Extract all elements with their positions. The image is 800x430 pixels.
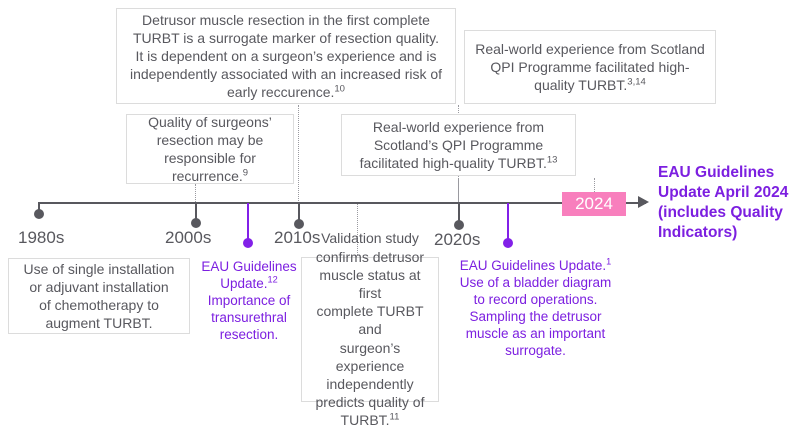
- card-validation-line-4: complete TURBT and: [316, 303, 424, 338]
- card-scotland-qpi-mid: Real-world experience from Scotland’s QP…: [341, 114, 576, 176]
- note-eau-update-2000s: EAU Guidelines Update.12 Importance of t…: [190, 258, 308, 343]
- headline-line-1: EAU Guidelines: [658, 164, 775, 181]
- card-quality-line-3: responsible for: [164, 150, 256, 166]
- card-validation-line-6: independently: [326, 375, 414, 392]
- timeline-axis: [38, 202, 646, 204]
- connector-dotted-scotland-mid: [458, 178, 459, 204]
- card-validation-line-2: confirms detrusor: [315, 248, 425, 265]
- card-scotland-mid-line-1: Real-world experience from: [372, 118, 545, 135]
- note-eau-2000s-line-3: Importance of: [207, 293, 291, 308]
- card-quality-line-4: recurrence.: [171, 168, 243, 185]
- tick-dot-2010s: [294, 219, 304, 229]
- note-eau-2000s-line-2: Update.: [220, 276, 268, 291]
- card-chemo-line-2: or adjuvant installation: [29, 278, 169, 295]
- card-validation-line-3: muscle status at first: [319, 266, 421, 302]
- tick-label-2020s: 2020s: [434, 230, 481, 249]
- note-eau-2000s-line-4: transurethral: [211, 310, 287, 325]
- card-validation-study: Validation study confirms detrusor muscl…: [301, 230, 439, 428]
- tick-label-2010s: 2010s: [274, 228, 321, 247]
- card-detrusor-line-3: It is dependent on a surgeon’s experienc…: [135, 47, 437, 64]
- card-chemo-line-4: augment TURBT.: [45, 315, 153, 332]
- headline-line-2: Update April 2024: [658, 184, 789, 202]
- card-scotland-top-ref: 3,14: [627, 76, 646, 88]
- card-scotland-mid-line-3: facilitated high-quality TURBT.: [359, 155, 547, 172]
- note-eau-2000s-line-5: resection.: [219, 327, 279, 342]
- card-detrusor-line-1: Detrusor muscle resection in the first c…: [142, 11, 430, 28]
- card-quality-surgeons: Quality of surgeons’ resection may be re…: [126, 114, 294, 184]
- tick-dot-eau-2000s: [243, 238, 253, 248]
- headline-line-3: (includes Quality: [658, 204, 783, 222]
- card-validation-ref: 11: [389, 411, 400, 423]
- card-scotland-mid-ref: 13: [546, 154, 558, 166]
- card-validation-line-7: predicts quality of: [315, 394, 425, 411]
- card-detrusor-ref: 10: [334, 83, 345, 95]
- connector-dotted-detrusor-top: [298, 105, 299, 203]
- card-scotland-top-line-2: QPI Programme facilitated high-: [490, 58, 690, 75]
- tick-dot-2020s: [454, 220, 464, 230]
- note-eau-2000s-line-1: EAU Guidelines: [201, 259, 297, 274]
- tick-label-1980s: 1980s: [18, 228, 65, 247]
- timeline-infographic: 1980s 2000s 2010s 2020s 2024 EAU Guideli…: [8, 8, 798, 428]
- card-quality-line-2: resection may be: [156, 131, 264, 148]
- tick-stem-2010s: [298, 203, 300, 222]
- card-quality-line-1: Quality of surgeons’: [148, 113, 272, 130]
- tick-dot-1980s: [34, 209, 44, 219]
- card-scotland-qpi-top: Real-world experience from Scotland QPI …: [464, 30, 716, 104]
- card-scotland-top-line-3: quality TURBT.: [534, 77, 628, 94]
- connector-dotted-quality-surgeons: [195, 184, 196, 204]
- note-eau-2024-ref: 1: [606, 256, 612, 267]
- card-detrusor-line-2: TURBT is a surrogate marker of resection…: [132, 29, 440, 46]
- note-eau-2024-line-6: surrogate.: [505, 343, 566, 358]
- note-eau-2024-line-2: Use of a bladder diagram: [459, 275, 612, 290]
- card-validation-line-1: Validation study: [321, 230, 419, 247]
- headline-line-4: Indicators): [658, 224, 738, 242]
- note-eau-update-2024: EAU Guidelines Update.1 Use of a bladder…: [443, 257, 628, 359]
- card-chemotherapy: Use of single installation or adjuvant i…: [8, 258, 190, 334]
- card-scotland-mid-line-2: Scotland’s QPI Programme: [373, 136, 544, 153]
- note-eau-2024-line-1: EAU Guidelines Update.: [459, 258, 607, 273]
- card-chemo-line-1: Use of single installation: [23, 260, 175, 277]
- card-validation-line-8: TURBT.: [340, 412, 390, 429]
- note-eau-2024-line-5: muscle as an important: [465, 326, 606, 341]
- tick-stem-2020s: [458, 203, 460, 223]
- card-scotland-top-line-1: Real-world experience from Scotland: [475, 40, 705, 57]
- badge-2024[interactable]: 2024: [562, 192, 626, 216]
- note-eau-2024-line-3: to record operations.: [473, 292, 598, 307]
- connector-dotted-badge: [594, 178, 595, 194]
- connector-dotted-validation: [357, 203, 358, 255]
- headline-eau-update: EAU Guidelines Update April 2024 (includ…: [658, 163, 798, 244]
- card-quality-ref: 9: [242, 167, 249, 179]
- tick-stem-eau-2024: [507, 203, 509, 241]
- tick-label-2000s: 2000s: [165, 228, 212, 247]
- note-eau-2024-line-4: Sampling the detrusor: [469, 309, 602, 324]
- timeline-arrow-icon: [638, 196, 649, 208]
- tick-dot-2000s: [191, 218, 201, 228]
- card-detrusor-resection: Detrusor muscle resection in the first c…: [116, 8, 456, 104]
- card-detrusor-line-4: independently associated with an increas…: [129, 66, 443, 83]
- note-eau-2000s-ref: 12: [267, 274, 278, 285]
- tick-stem-1980s: [38, 203, 40, 213]
- tick-stem-eau-2000s: [247, 203, 249, 241]
- tick-stem-2000s: [195, 203, 197, 221]
- tick-dot-eau-2024: [503, 238, 513, 248]
- card-detrusor-line-5: early reccurence.: [227, 84, 335, 101]
- card-validation-line-5: surgeon’s experience: [335, 339, 405, 374]
- card-chemo-line-3: of chemotherapy to: [39, 297, 159, 313]
